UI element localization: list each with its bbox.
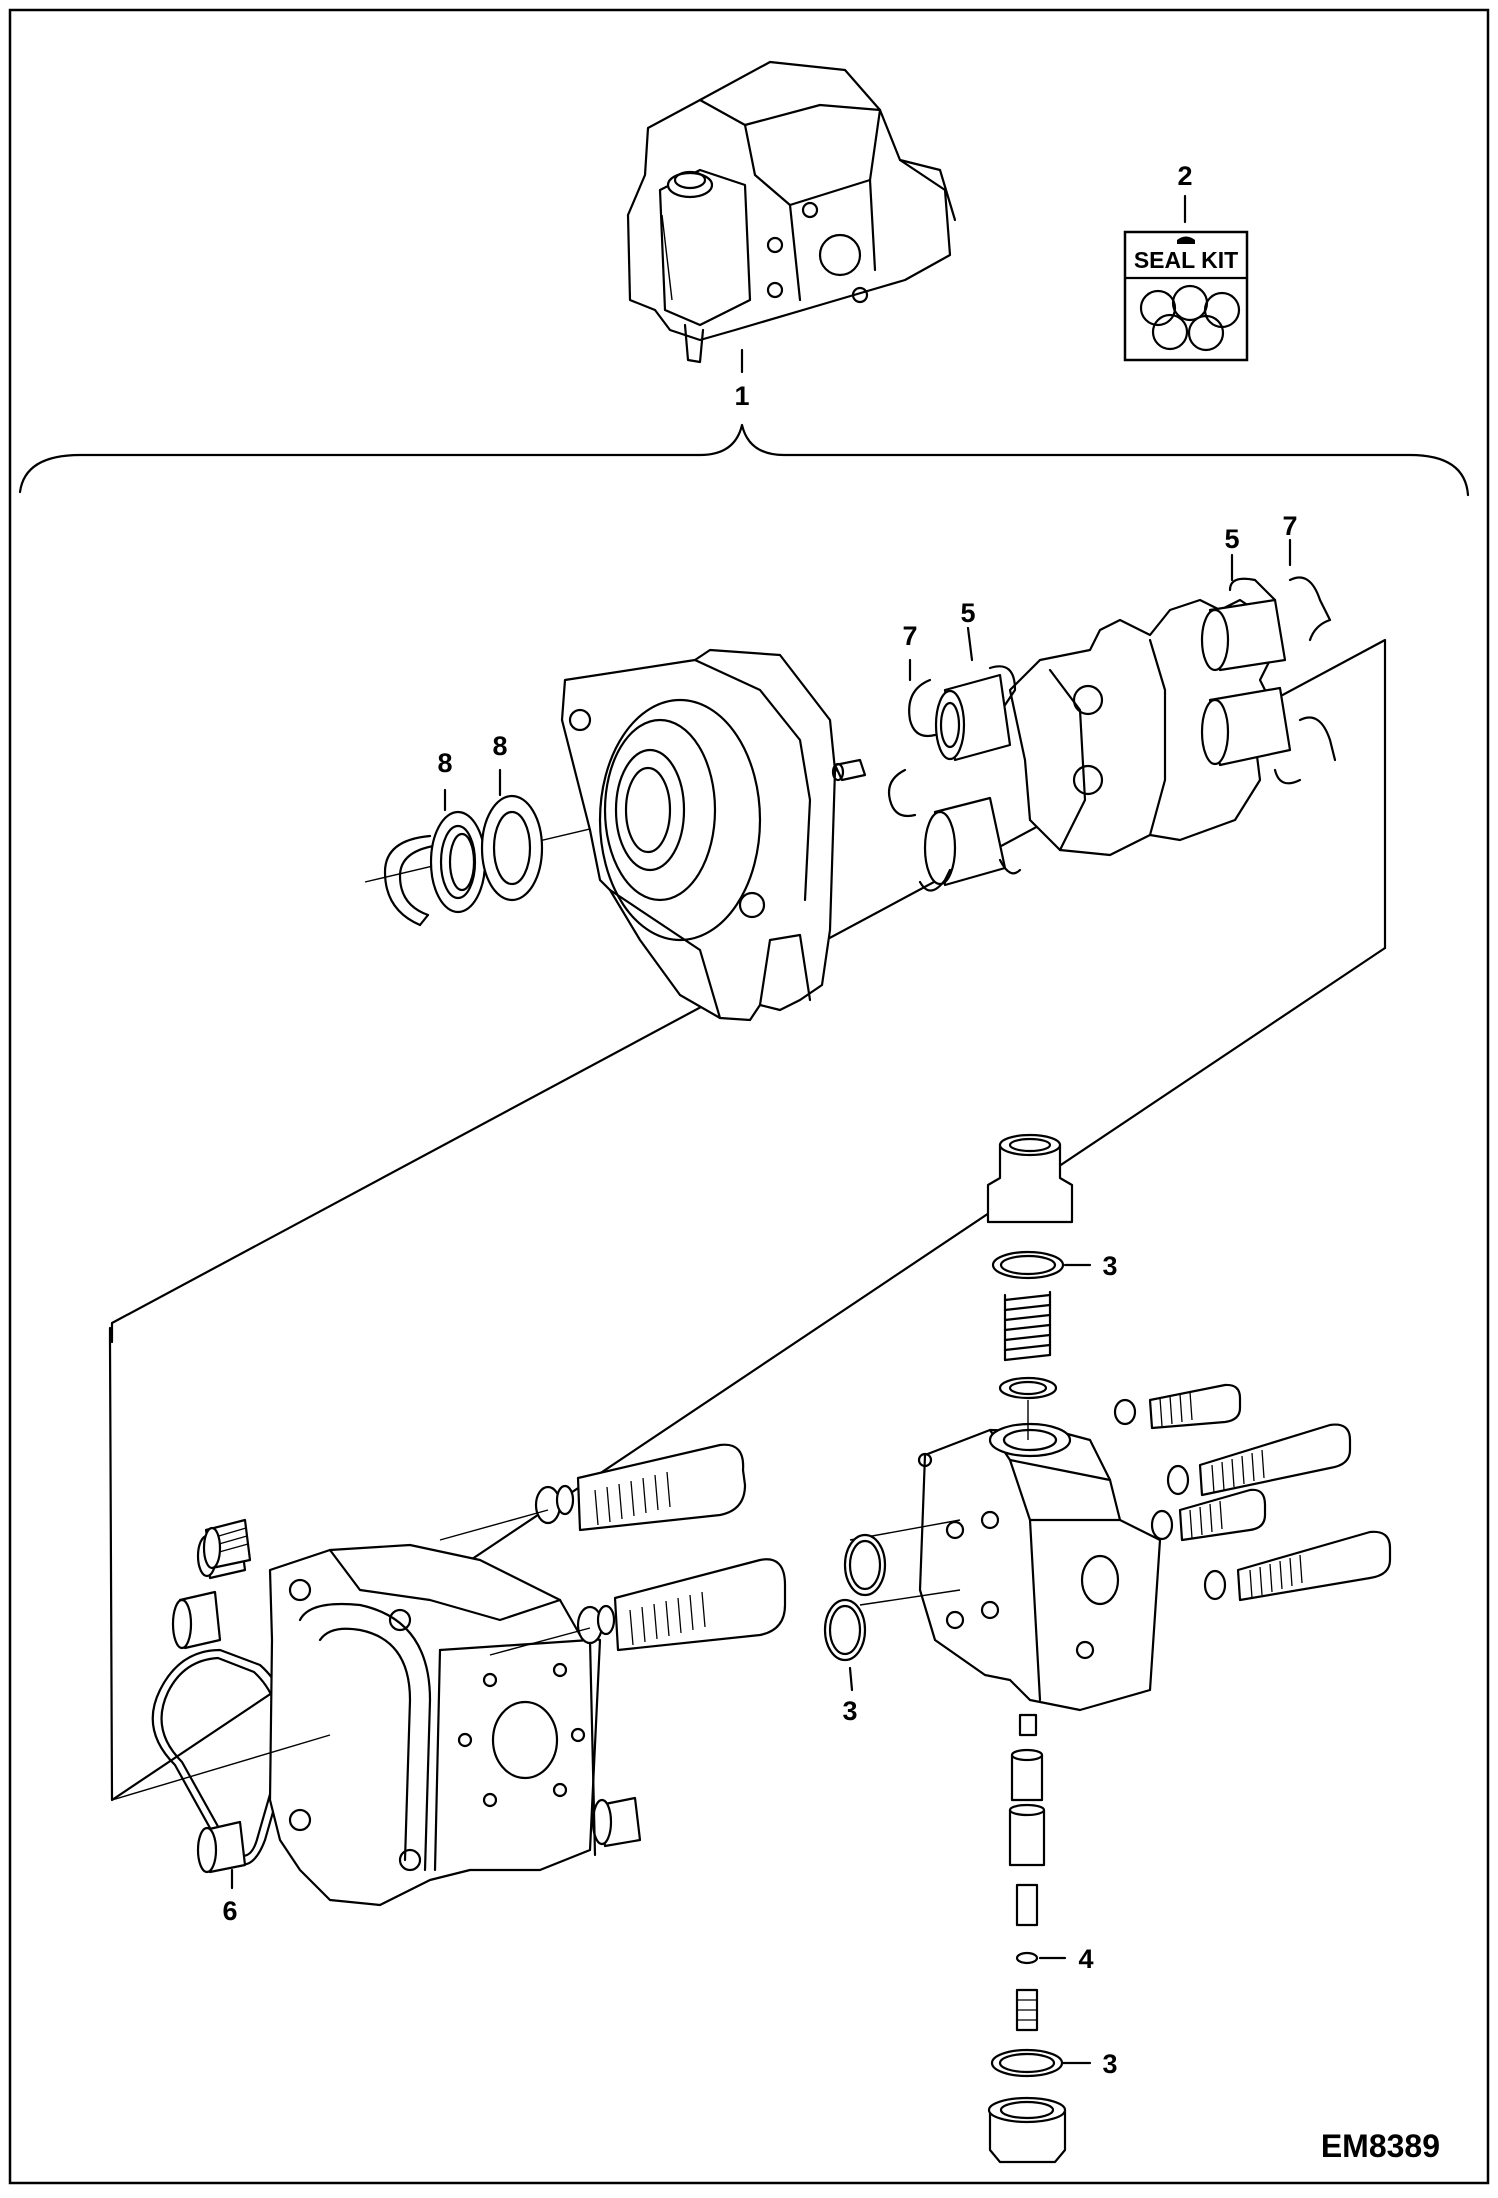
callout-7b: 8 — [492, 731, 507, 761]
leader-5a — [966, 626, 974, 662]
drawing-code: EM8389 — [1321, 2128, 1440, 2164]
valve-plug-bottom — [987, 2096, 1067, 2164]
pump-assembly-illustration — [626, 60, 957, 364]
bolt-axis-2 — [489, 1627, 591, 1656]
callout-7a: 8 — [437, 748, 452, 778]
seal-ring-b — [480, 794, 544, 902]
spring-seat — [998, 1376, 1058, 1400]
callout-4: 4 — [1078, 1944, 1093, 1974]
seal-kit-label: SEAL KIT — [1134, 247, 1238, 273]
front-flange-housing — [560, 648, 837, 1022]
valve-spool-stack — [1008, 1713, 1046, 2032]
assembly-brace — [18, 423, 1470, 497]
callout-1: 1 — [734, 381, 749, 411]
bolt-upper-left — [534, 1443, 747, 1532]
callout-8b: 7 — [1282, 511, 1297, 541]
bolts-right — [1113, 1383, 1392, 1602]
callout-5b: 5 — [1224, 524, 1239, 554]
seal-kit-icon: SEAL KIT — [1123, 230, 1249, 362]
valve-o-ring-left-a — [843, 1533, 887, 1597]
callout-2: 2 — [1177, 161, 1192, 191]
bolt-axis-1 — [439, 1509, 549, 1541]
shaft-axis-lower — [111, 1734, 331, 1801]
seal-ring-a — [429, 810, 487, 914]
housing-plug — [202, 1518, 252, 1570]
valve-fitting-top — [986, 1133, 1074, 1224]
valve-body — [917, 1422, 1162, 1712]
middle-explosion-frame — [108, 946, 1387, 1802]
callout-8a: 7 — [902, 621, 917, 651]
valve-o-ring-left-b — [823, 1598, 867, 1662]
valve-axis-2 — [859, 1589, 961, 1606]
snap-ring — [383, 834, 442, 927]
bolt-lower-left — [576, 1558, 787, 1652]
drawing-border — [8, 8, 1490, 2185]
callout-3b: 3 — [842, 1696, 857, 1726]
callout-5a: 5 — [960, 598, 975, 628]
callout-3a: 3 — [1102, 1251, 1117, 1281]
callout-6: 6 — [222, 1896, 237, 1926]
spring-clips — [887, 576, 1337, 892]
leader-3b — [848, 1666, 854, 1692]
spring — [1003, 1290, 1052, 1362]
callout-3c: 3 — [1102, 2049, 1117, 2079]
rear-housing — [268, 1543, 602, 1907]
